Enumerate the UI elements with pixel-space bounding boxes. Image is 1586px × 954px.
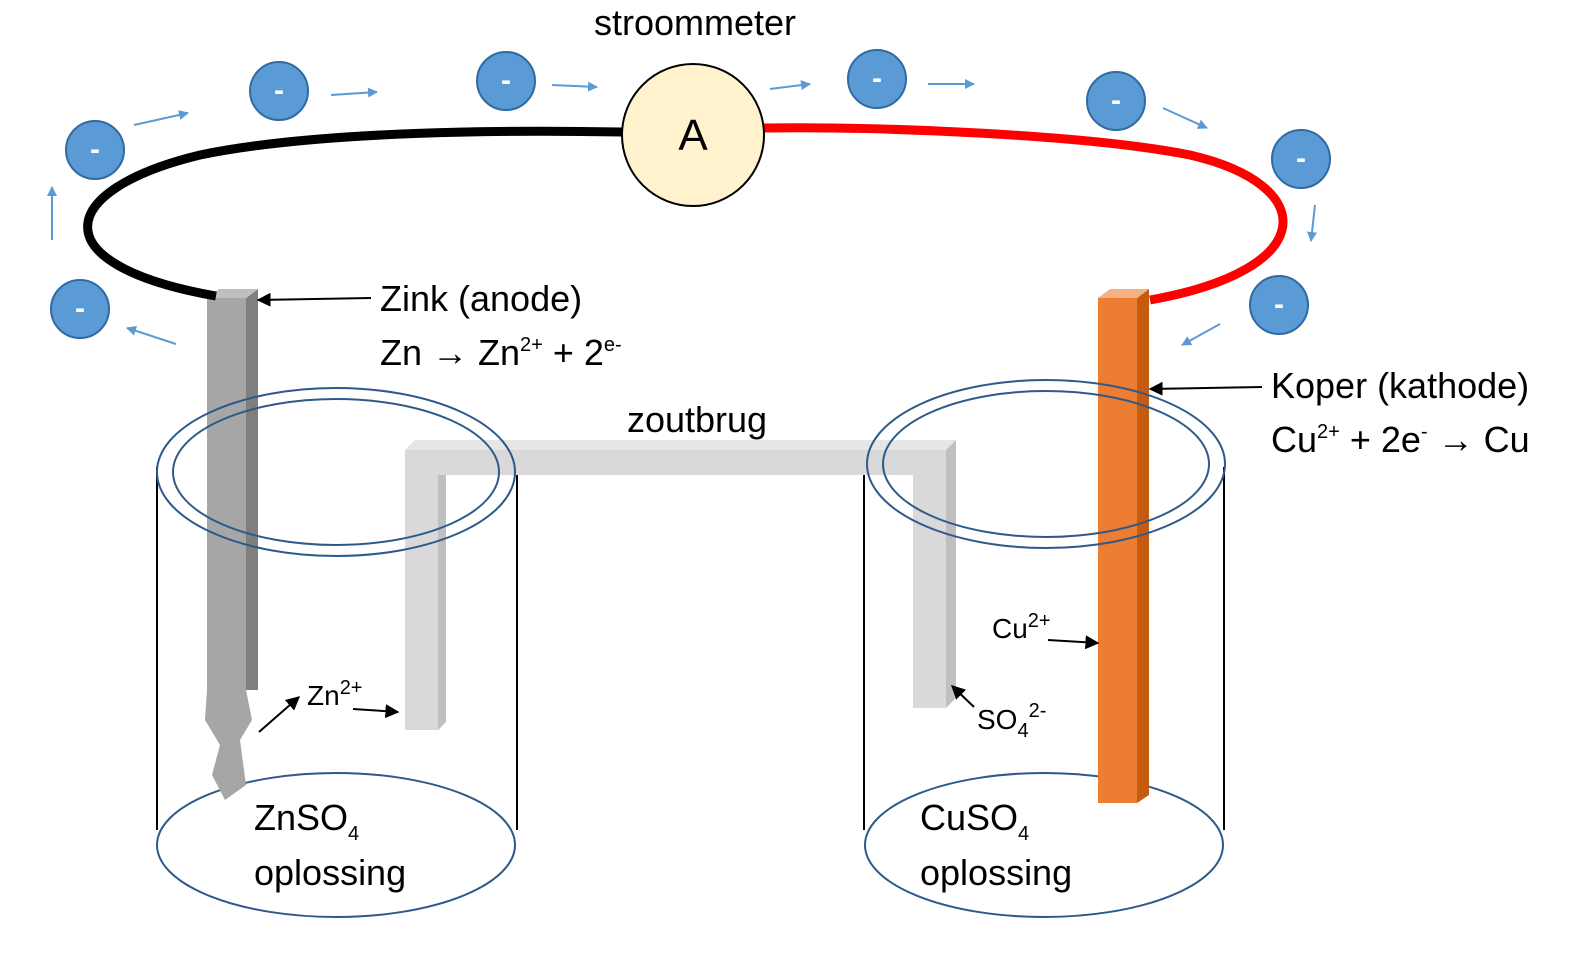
- cu-ion-arrow: [1047, 635, 1100, 650]
- cathode-pointer-arrow: [1148, 381, 1263, 396]
- svg-text:-: -: [90, 133, 100, 166]
- electron: -: [50, 279, 110, 339]
- left-beaker-bottom: [156, 772, 516, 918]
- ammeter-title: stroommeter: [594, 2, 796, 43]
- electron: -: [249, 61, 309, 121]
- left-beaker: [156, 467, 518, 918]
- svg-text:-: -: [1296, 142, 1306, 175]
- svg-text:-: -: [1274, 288, 1284, 321]
- salt-bridge: [405, 440, 956, 730]
- svg-text:-: -: [1111, 84, 1121, 117]
- electron-flow-arrows: [47, 79, 1317, 346]
- svg-text:-: -: [75, 292, 85, 325]
- zinc-electrode: [205, 289, 258, 800]
- ammeter: A: [621, 63, 765, 207]
- svg-text:-: -: [872, 62, 882, 95]
- zn-ion-arrow: [352, 704, 400, 719]
- wire-red: [763, 123, 1288, 305]
- electron: -: [1249, 275, 1309, 335]
- electron: -: [847, 49, 907, 109]
- electron: -: [1271, 129, 1331, 189]
- so4-ion-label: SO42-: [977, 700, 1046, 742]
- right-beaker-rim: [866, 379, 1226, 549]
- cathode-reaction: Cu2+ + 2e- → Cu: [1271, 419, 1530, 460]
- left-beaker-rim: [156, 387, 516, 557]
- pointer-arrows: [256, 292, 1263, 733]
- salt-bridge-label: zoutbrug: [627, 399, 767, 440]
- right-solution-word: oplossing: [920, 852, 1072, 893]
- anode-label: Zink (anode): [380, 278, 582, 319]
- left-solution-word: oplossing: [254, 852, 406, 893]
- anode-reaction: Zn → Zn2+ + 2e-: [380, 332, 622, 373]
- copper-electrode: [1098, 289, 1149, 803]
- right-solution-formula: CuSO4: [920, 797, 1029, 845]
- cathode-label: Koper (kathode): [1271, 365, 1529, 406]
- ammeter-symbol: A: [678, 111, 708, 160]
- zn-ion-label: Zn2+: [307, 677, 363, 711]
- cu-ion-label: Cu2+: [992, 610, 1051, 644]
- svg-text:-: -: [501, 64, 511, 97]
- electron: -: [1086, 71, 1146, 131]
- electron-group: - - - - - - - -: [50, 49, 1331, 339]
- right-beaker: [863, 467, 1225, 918]
- svg-text:-: -: [274, 74, 284, 107]
- wire-black: [83, 126, 623, 301]
- electron: -: [476, 51, 536, 111]
- electron: -: [65, 120, 125, 180]
- anode-pointer-arrow: [256, 292, 372, 307]
- right-beaker-bottom: [864, 772, 1224, 918]
- zn-dissolve-arrow: [258, 696, 301, 733]
- so4-ion-arrow: [950, 685, 975, 708]
- left-solution-formula: ZnSO4: [254, 797, 359, 845]
